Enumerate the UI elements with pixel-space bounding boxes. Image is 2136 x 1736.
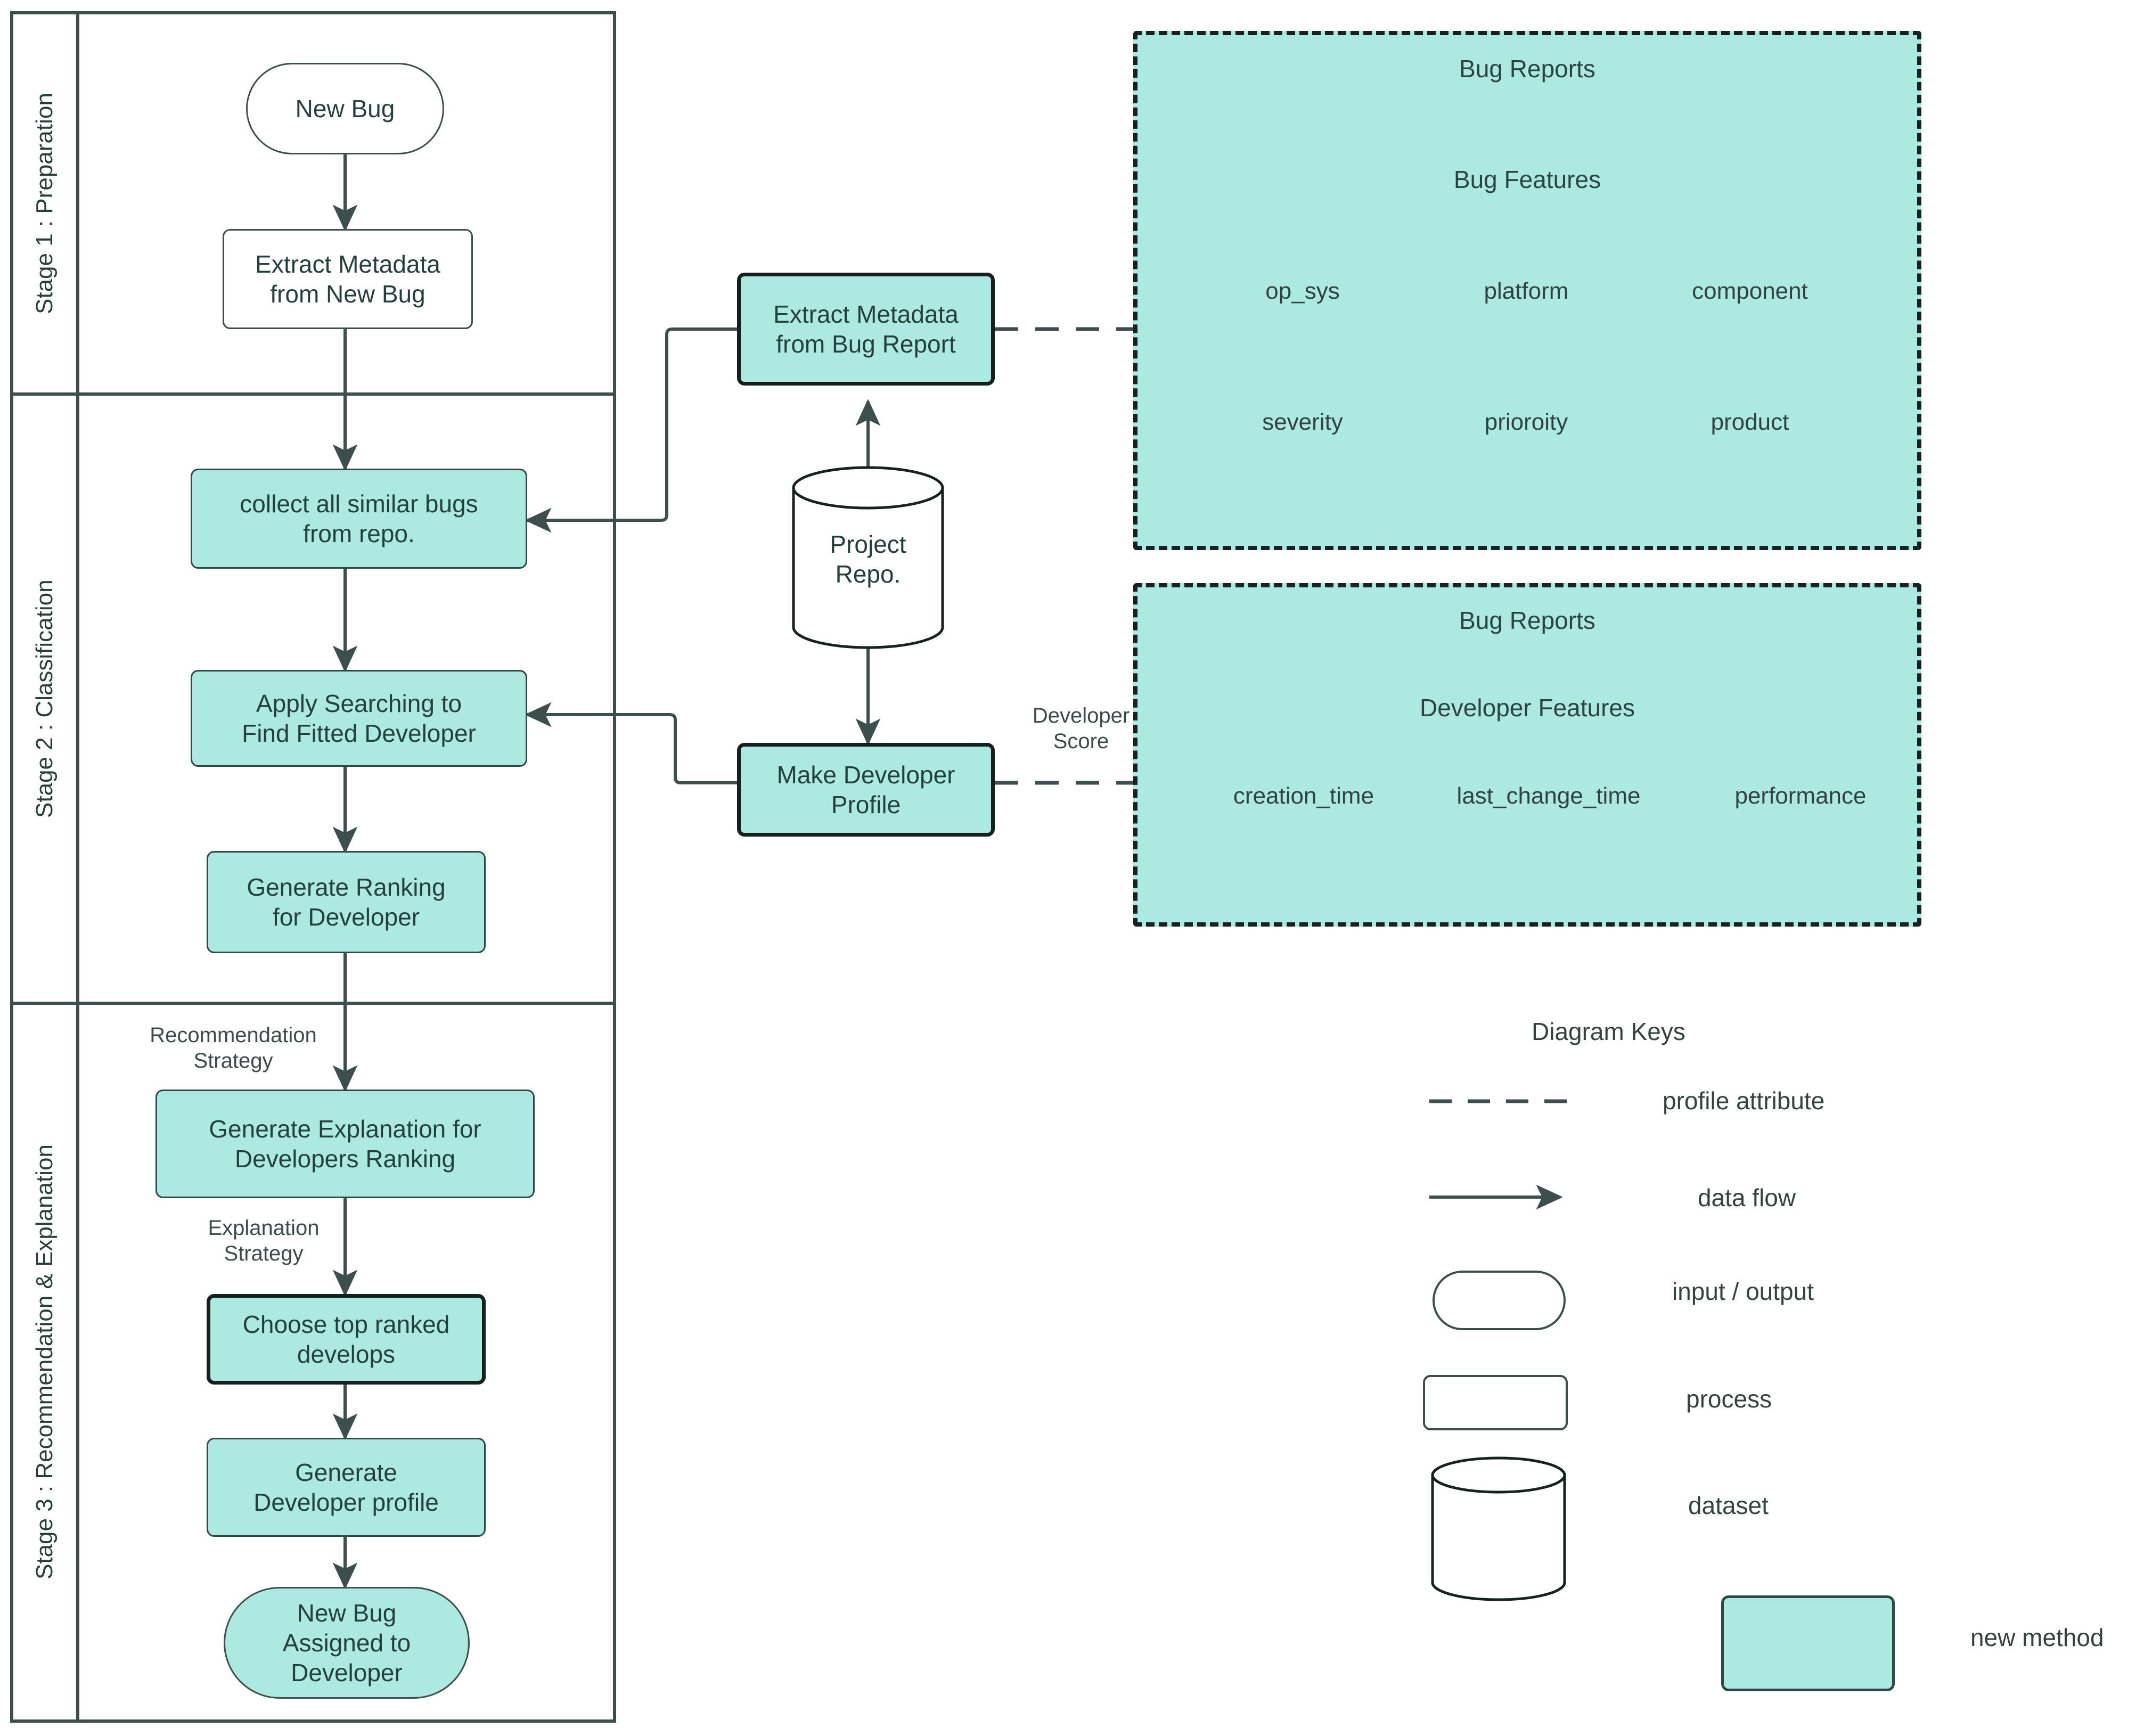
node-make-developer-profile[interactable]: Make Developer Profile [737,743,995,837]
swimlane-label-stage-3: Stage 3 : Recommendation & Explanation [31,1144,58,1580]
node-new-bug[interactable]: New Bug [246,63,444,154]
feature-label-op-sys[interactable]: op_sys [1265,278,1340,304]
node-extract-metadata-from-bug-report[interactable]: Extract Metadata from Bug Report [737,273,995,386]
legend-stadium-icon [1433,1271,1566,1330]
legend-cylinder-icon [1431,1456,1566,1601]
node-apply-searching[interactable]: Apply Searching to Find Fitted Developer [191,670,527,767]
panel-developer-features [1133,583,1921,927]
legend-label-input-output: input / output [1672,1278,1814,1305]
feature-label-component[interactable]: component [1692,278,1808,304]
legend-rect-icon [1423,1375,1568,1430]
panel-developer-features-subtitle: Developer Features [1420,694,1635,722]
legend-label-dataset: dataset [1688,1492,1769,1519]
feature-label-creation-time[interactable]: creation_time [1233,783,1374,809]
swimlane-label-stage-1: Stage 1 : Preparation [31,93,58,314]
node-extract-metadata-from-new-bug[interactable]: Extract Metadata from New Bug [223,229,473,329]
node-choose-top-ranked[interactable]: Choose top ranked develops [207,1294,486,1385]
legend-label-data-flow: data flow [1698,1184,1796,1211]
panel-bug-features-title: Bug Reports [1459,55,1595,83]
panel-developer-features-title: Bug Reports [1459,607,1595,634]
legend-label-process: process [1686,1385,1772,1413]
feature-label-last-change-time[interactable]: last_change_time [1456,783,1641,809]
node-generate-developer-profile[interactable]: Generate Developer profile [207,1438,486,1537]
node-project-repo-label[interactable]: Project Repo. [830,530,906,588]
swimlane-label-stage-2: Stage 2 : Classification [31,579,58,818]
feature-label-product[interactable]: product [1711,409,1789,435]
edge-extract-to-collect [525,327,737,533]
edge-label-developer-score: Developer Score [1032,704,1130,753]
node-collect-similar-bugs[interactable]: collect all similar bugs from repo. [191,469,527,569]
feature-label-prioroity[interactable]: prioroity [1484,409,1568,435]
feature-label-severity[interactable]: severity [1262,409,1343,435]
edge-label-explanation-strategy: Explanation Strategy [208,1216,320,1265]
feature-label-performance[interactable]: performance [1734,783,1867,809]
legend-label-profile-attribute: profile attribute [1663,1087,1825,1115]
panel-bug-features-subtitle: Bug Features [1453,166,1601,193]
node-generate-ranking[interactable]: Generate Ranking for Developer [207,851,486,953]
legend-title: Diagram Keys [1532,1018,1685,1045]
node-new-bug-assigned[interactable]: New Bug Assigned to Developer [224,1587,470,1699]
feature-label-platform[interactable]: platform [1484,278,1569,304]
legend-label-new-method: new method [1970,1624,2104,1651]
edge-label-recommendation-strategy: Recommendation Strategy [150,1023,317,1072]
node-generate-explanation[interactable]: Generate Explanation for Developers Rank… [156,1090,535,1198]
panel-bug-features [1133,31,1921,550]
edge-profile-to-search [525,702,737,784]
legend-teal-rect-icon [1721,1595,1895,1691]
